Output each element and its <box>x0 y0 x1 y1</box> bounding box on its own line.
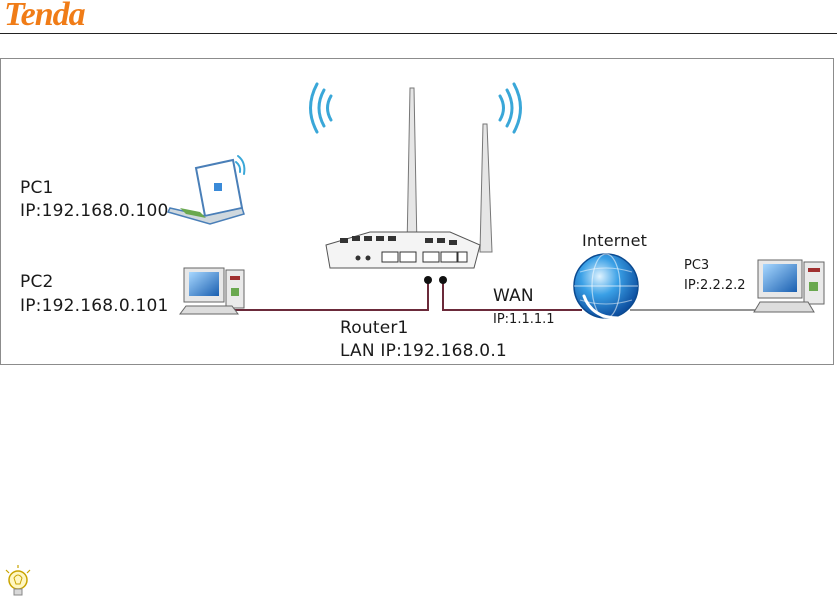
pc3-ip: IP:2.2.2.2 <box>684 278 746 293</box>
cable-pc2-router <box>222 282 428 310</box>
pc1-name: PC1 <box>20 178 54 198</box>
pc3-name: PC3 <box>684 258 709 273</box>
pc2-name: PC2 <box>20 272 54 292</box>
router-name: Router1 <box>340 318 409 338</box>
laptop-icon <box>168 156 244 224</box>
pc2-ip: IP:192.168.0.101 <box>20 296 169 316</box>
wan-label: WAN <box>493 286 534 306</box>
wan-ip: IP:1.1.1.1 <box>493 312 555 327</box>
wifi-signal-icon <box>311 84 521 132</box>
router-lan-ip: LAN IP:192.168.0.1 <box>340 341 507 361</box>
wan-port-dot <box>439 276 447 284</box>
desktop-pc-icon <box>180 268 244 314</box>
globe-icon <box>574 254 638 318</box>
router-icon <box>326 88 492 268</box>
desktop-pc-icon <box>754 260 824 312</box>
lightbulb-icon <box>6 565 30 595</box>
internet-label: Internet <box>582 231 647 250</box>
pc1-ip: IP:192.168.0.100 <box>20 201 169 221</box>
lan-port-dot <box>424 276 432 284</box>
